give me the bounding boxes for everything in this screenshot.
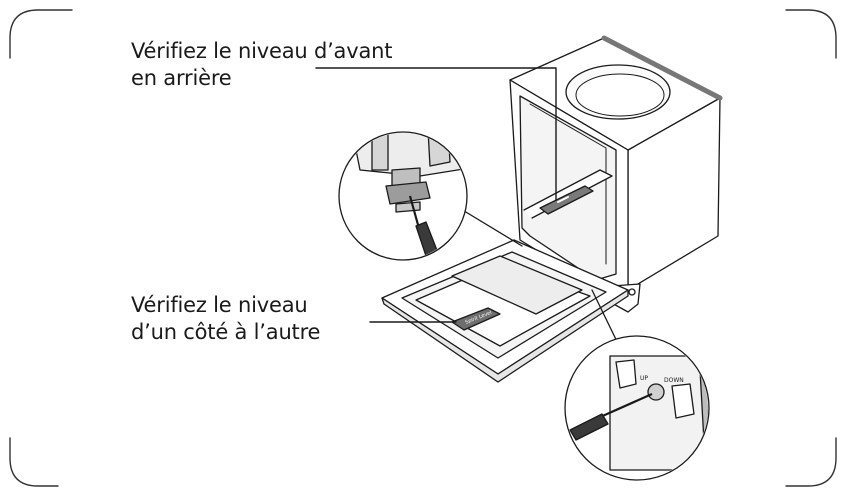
spirit-level-rail — [539, 185, 594, 215]
frame-corner-bottom-left — [9, 437, 59, 487]
door-panel — [451, 255, 583, 315]
callout-side-to-side: Vérifiez le niveau d’un côté à l’autre — [131, 292, 320, 346]
spirit-level-door — [451, 307, 501, 331]
callout-front-line1: Vérifiez le niveau d’avant — [131, 39, 393, 63]
frame-corner-top-left — [9, 9, 73, 59]
frame-corner-top-right — [785, 9, 837, 59]
cabinet-top-rim — [601, 35, 723, 101]
zoom-hinge-adjust: UP DOWN — [564, 335, 710, 481]
callout-front-to-back: Vérifiez le niveau d’avant en arrière — [131, 38, 392, 92]
callout-side-line1: Vérifiez le niveau — [131, 293, 308, 317]
screwdriver-handle-right — [569, 413, 609, 441]
up-label: UP — [640, 375, 648, 382]
frame-corner-bottom-right — [785, 437, 837, 487]
callout-line-front-back — [315, 67, 557, 201]
callout-front-line2: en arrière — [131, 66, 232, 90]
zoom-leveling-leg — [338, 131, 468, 261]
callout-side-line2: d’un côté à l’autre — [131, 320, 321, 344]
screwdriver-shaft-right — [597, 392, 653, 420]
down-label: DOWN — [664, 377, 684, 384]
